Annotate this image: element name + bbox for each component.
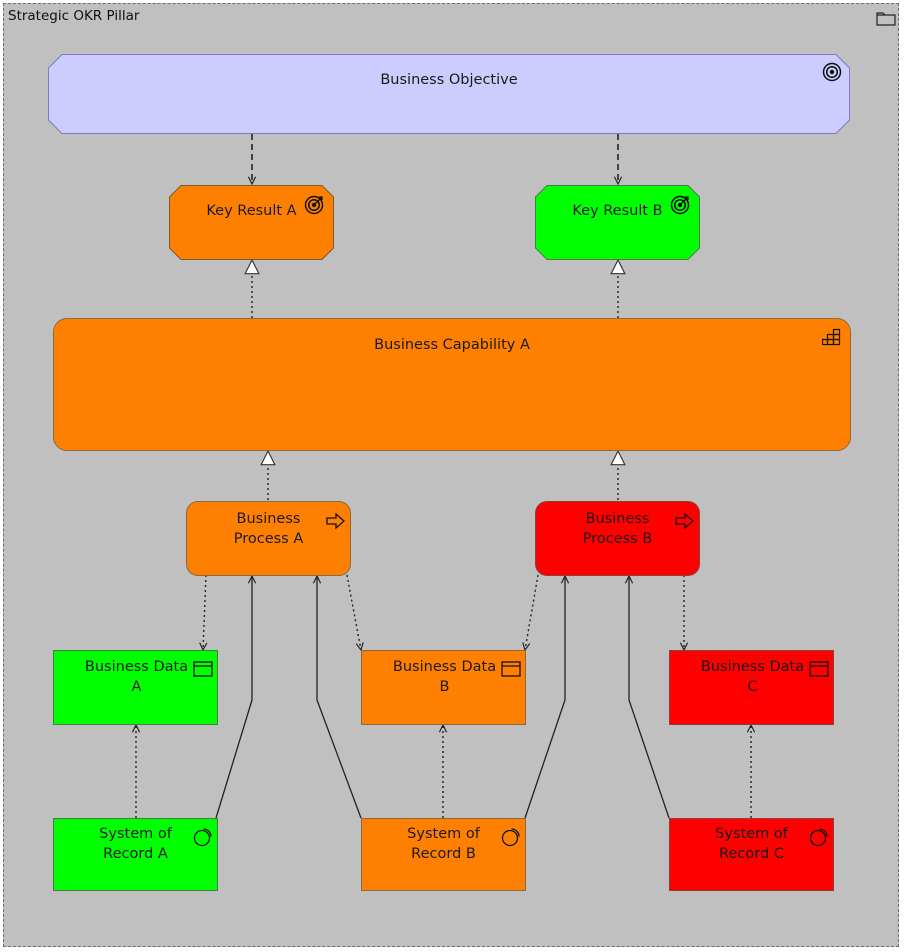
folder-icon <box>876 12 896 26</box>
process-arrow-icon <box>675 512 694 530</box>
pillar-group[interactable] <box>3 3 899 947</box>
access-link-pa-data-b[interactable] <box>346 574 361 650</box>
process-arrow-icon <box>326 512 345 530</box>
business-data-b[interactable]: Business Data B <box>361 650 526 725</box>
system-c-label: System of Record C <box>715 826 788 862</box>
business-data-c[interactable]: Business Data C <box>669 650 834 725</box>
key-result-b-shape <box>535 185 700 260</box>
application-service-icon <box>193 828 212 847</box>
application-service-icon <box>809 828 828 847</box>
system-of-record-c[interactable]: System of Record C <box>669 818 834 891</box>
serving-link-sb-pb[interactable] <box>524 576 565 819</box>
access-link-pb-data-b[interactable] <box>525 574 539 650</box>
goal-icon <box>822 62 842 82</box>
outcome-icon <box>304 195 324 215</box>
data-a-label: Business Data A <box>84 659 189 695</box>
serving-link-sa-pa[interactable] <box>215 576 252 819</box>
business-capability-a[interactable]: Business Capability A <box>53 318 851 451</box>
system-a-label: System of Record A <box>99 826 172 862</box>
business-data-a[interactable]: Business Data A <box>53 650 218 725</box>
key-result-b-label: Key Result B <box>572 203 663 219</box>
data-b-label: Business Data B <box>392 659 497 695</box>
application-service-icon <box>501 828 520 847</box>
business-process-b[interactable]: Business Process B <box>535 501 700 576</box>
serving-link-sc-pb[interactable] <box>629 576 670 819</box>
capability-label: Business Capability A <box>374 337 530 353</box>
business-process-a[interactable]: Business Process A <box>186 501 351 576</box>
outcome-icon <box>670 195 690 215</box>
key-result-b[interactable]: Key Result B <box>535 185 700 260</box>
objective-label: Business Objective <box>380 72 518 88</box>
key-result-a[interactable]: Key Result A <box>169 185 334 260</box>
pillar-title: Strategic OKR Pillar <box>8 8 140 24</box>
data-object-icon <box>193 661 213 677</box>
data-object-icon <box>501 661 521 677</box>
key-result-a-label: Key Result A <box>206 203 297 219</box>
key-result-a-shape <box>169 185 334 260</box>
objective-shape <box>48 54 850 134</box>
serving-link-sb-pa[interactable] <box>317 576 362 819</box>
process-a-label: Business Process A <box>233 511 304 547</box>
system-of-record-b[interactable]: System of Record B <box>361 818 526 891</box>
business-objective[interactable]: Business Objective <box>48 54 850 134</box>
data-c-label: Business Data C <box>700 659 805 695</box>
data-object-icon <box>809 661 829 677</box>
system-of-record-a[interactable]: System of Record A <box>53 818 218 891</box>
system-b-label: System of Record B <box>407 826 480 862</box>
capability-icon <box>822 328 841 346</box>
access-link-pa-data-a[interactable] <box>203 574 206 650</box>
process-b-label: Business Process B <box>582 511 653 547</box>
